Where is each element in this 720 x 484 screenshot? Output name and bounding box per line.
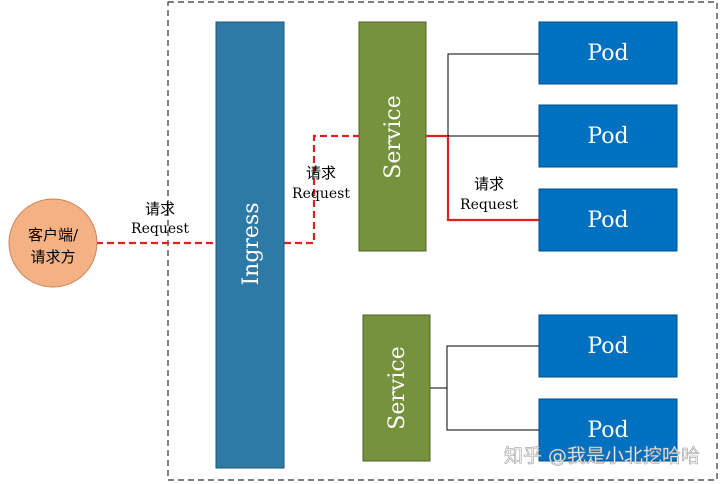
- pod-label-2: Pod: [587, 124, 628, 149]
- request-label-2-en: Request: [292, 186, 350, 202]
- service-box-2: [362, 314, 431, 462]
- request-label-1-en: Request: [131, 221, 189, 237]
- cluster-boundary: [167, 1, 718, 481]
- ingress-label: Ingress: [239, 202, 264, 285]
- service-label-1: Service: [381, 95, 406, 178]
- request-label-3-en: Request: [460, 197, 518, 213]
- connector-service2-pods: [446, 345, 539, 431]
- pod-label-1: Pod: [587, 41, 628, 66]
- pod-box-2: [538, 104, 678, 168]
- pod-box-4: [538, 314, 678, 378]
- request-line-service-to-pod: [426, 134, 539, 222]
- request-line-ingress-to-service: [284, 134, 359, 245]
- connector-service1-pod1: [447, 53, 539, 136]
- connectors: [430, 53, 539, 431]
- pod-label-3: Pod: [587, 208, 628, 233]
- client-node: [8, 198, 98, 288]
- request-label-2-cn: 请求: [306, 164, 336, 182]
- pod-box-1: [538, 21, 678, 85]
- service-box-1: [358, 21, 427, 252]
- ingress-box: [215, 21, 285, 469]
- pod-label-4: Pod: [587, 334, 628, 359]
- request-path: [96, 134, 539, 245]
- client-label-line2: 请求方: [30, 248, 75, 266]
- request-label-3-cn: 请求: [474, 175, 504, 193]
- watermark: 知乎 @我是小北挖哈哈: [504, 445, 700, 467]
- pod-box-3: [538, 188, 678, 252]
- pod-box-5: [538, 398, 678, 462]
- service-label-2: Service: [385, 346, 410, 429]
- client-label-line1: 客户端/: [28, 226, 79, 244]
- pod-label-5: Pod: [587, 418, 628, 443]
- request-label-1-cn: 请求: [145, 200, 175, 218]
